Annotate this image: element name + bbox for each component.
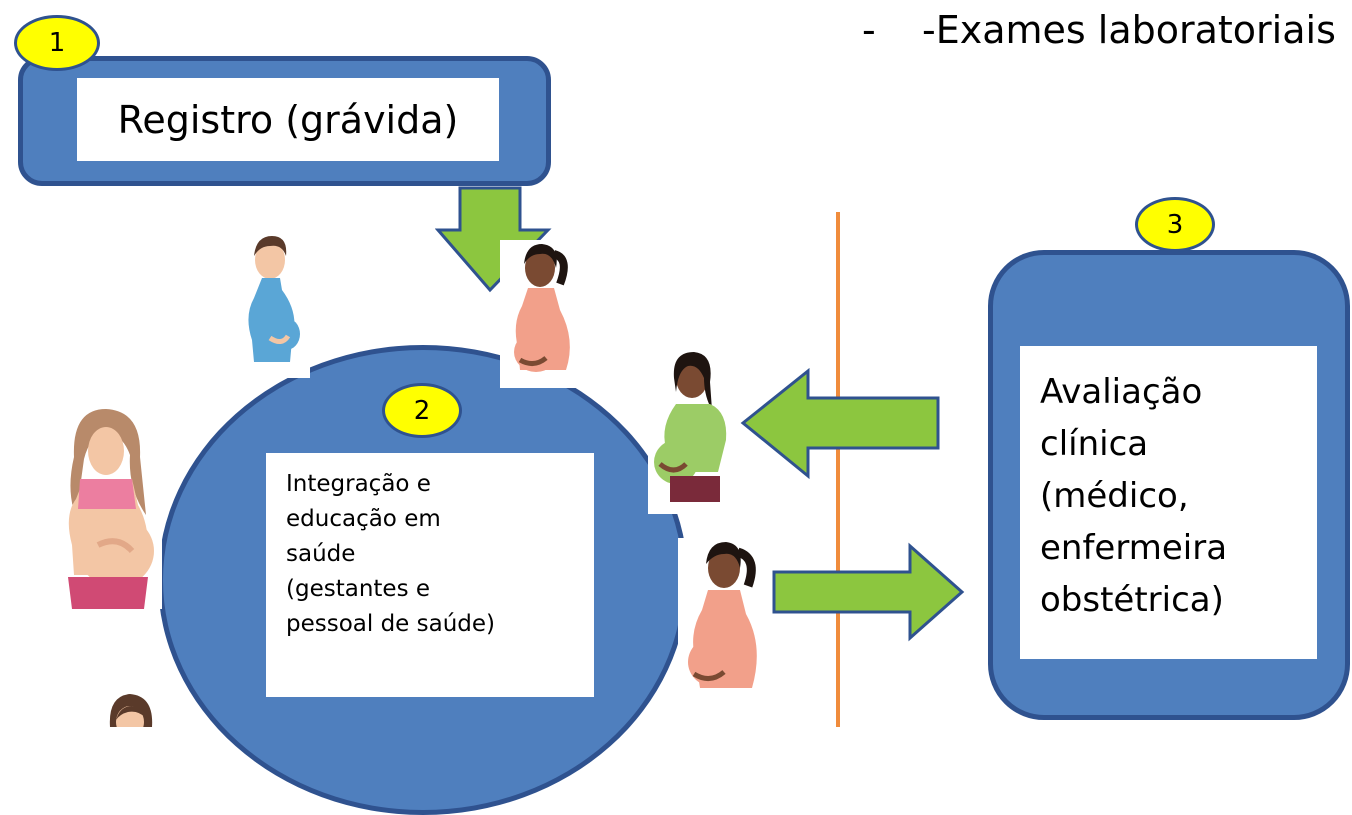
integracao-label-box: Integração e educação em saúde (gestante… <box>266 453 594 697</box>
pregnant-woman-icon <box>230 228 310 378</box>
avaliacao-line-4: enfermeira <box>1040 528 1228 568</box>
integracao-line-3: saúde <box>286 541 356 567</box>
pregnant-woman-icon <box>648 348 740 514</box>
avaliacao-line-1: Avaliação <box>1040 372 1203 412</box>
registro-label-box: Registro (grávida) <box>77 78 499 161</box>
integracao-line-2: educação em <box>286 506 441 532</box>
integracao-line-4: (gestantes e <box>286 576 431 602</box>
avaliacao-label-box: Avaliação clínica (médico, enfermeira ob… <box>1020 346 1317 659</box>
avaliacao-line-3: (médico, <box>1040 476 1189 516</box>
integracao-line-1: Integração e <box>286 471 431 497</box>
pregnant-woman-icon <box>58 405 162 609</box>
arrow-left-icon <box>740 368 940 480</box>
arrow-right-icon <box>772 542 965 642</box>
step-2-badge: 2 <box>382 383 462 438</box>
step-3-badge: 3 <box>1135 197 1215 252</box>
avaliacao-line-2: clínica <box>1040 424 1149 464</box>
step-1-badge: 1 <box>14 15 100 71</box>
pregnant-woman-icon <box>98 688 162 727</box>
divider-line <box>836 212 840 727</box>
pregnant-woman-icon <box>500 240 584 388</box>
avaliacao-line-5: obstétrica) <box>1040 580 1224 620</box>
integracao-line-5: pessoal de saúde) <box>286 611 496 637</box>
pregnant-woman-icon <box>678 538 772 710</box>
registro-title: Registro (grávida) <box>117 97 459 142</box>
note-exames-laboratoriais: -Exames laboratoriais <box>922 8 1336 52</box>
note-dash: - <box>862 8 876 52</box>
